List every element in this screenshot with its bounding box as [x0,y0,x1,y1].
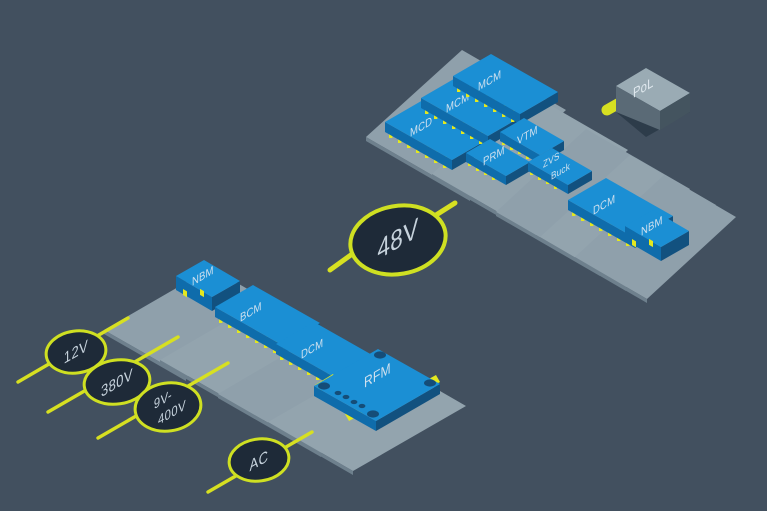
chip-bcm[interactable]: BCM [215,285,320,355]
node-48v-shape [348,203,448,277]
board-rfm[interactable]: RFM [314,349,440,431]
chip-vtm[interactable]: VTM [500,118,564,164]
chip-mcd[interactable]: MCD [385,100,490,170]
chip-dcm-right[interactable]: DCM [568,178,673,248]
node-9v-400v[interactable]: 9V- 400V [132,379,204,436]
node-12v[interactable]: 12V [43,327,108,377]
chip-mcm-1[interactable]: MCM [421,76,526,146]
node-9v-400v-shape [133,381,203,433]
module-pol[interactable]: PoL [601,68,690,137]
chip-nbm-right[interactable]: NBM [625,210,689,261]
chip-prm[interactable]: PRM [466,139,530,185]
node-ac-shape [227,437,291,483]
node-380v-shape [82,358,152,406]
node-380v[interactable]: 380V [81,356,152,409]
chip-nbm-left[interactable]: NBM [176,260,240,311]
chip-zvs-buck[interactable]: ZVS Buck [528,148,592,194]
chip-dcm-left[interactable]: DCM [276,322,381,392]
node-12v-shape [44,329,108,375]
chip-mcm-2[interactable]: MCM [453,54,558,124]
node-48v[interactable]: 48V [345,198,451,282]
node-ac[interactable]: AC [226,435,291,485]
